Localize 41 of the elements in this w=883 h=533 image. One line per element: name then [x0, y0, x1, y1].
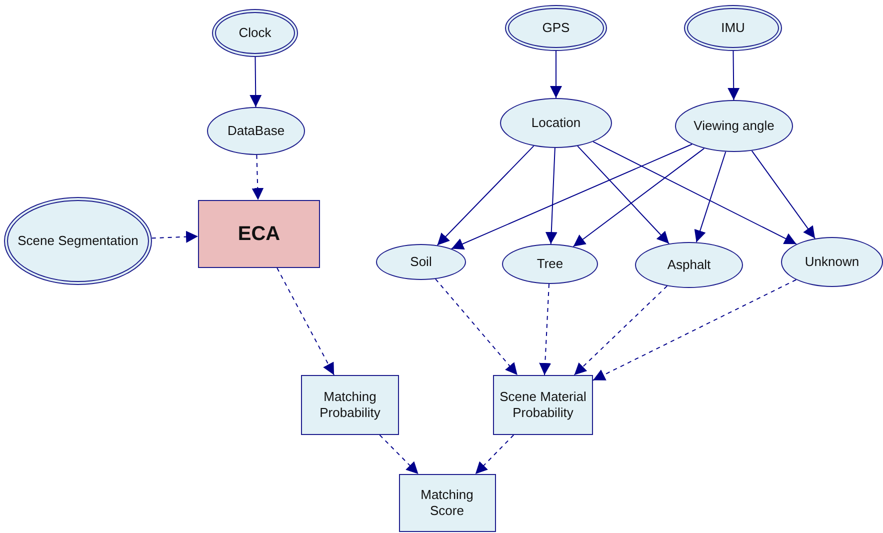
- arrow: [572, 148, 705, 248]
- arrow: [728, 50, 740, 100]
- variable-ellipse: [781, 237, 883, 287]
- node-label: DataBase: [227, 122, 285, 140]
- node-label: GPS: [542, 20, 570, 36]
- arrow: [550, 50, 562, 98]
- arrow: [592, 141, 797, 245]
- node-label: Viewing angle: [694, 118, 774, 134]
- node-label: Matching Score: [420, 486, 474, 520]
- arrow: [450, 144, 692, 250]
- arrow: [592, 279, 797, 381]
- node-label: ECA: [238, 222, 280, 246]
- node-label: Location: [531, 114, 581, 132]
- arrow: [151, 230, 198, 243]
- arrow: [276, 268, 335, 376]
- process-box: [198, 200, 320, 268]
- node-label: Clock: [238, 24, 272, 42]
- node-label: Scene Material Probability: [498, 388, 588, 422]
- process-box: [493, 375, 593, 435]
- node-label: Scene Segmentation: [18, 232, 138, 250]
- arrow: [379, 434, 419, 474]
- node-label: Soil: [410, 254, 432, 270]
- arrow: [539, 284, 552, 376]
- arrow: [474, 434, 514, 474]
- arrow: [751, 150, 816, 239]
- arrow: [435, 278, 518, 376]
- arrow: [577, 146, 670, 244]
- node-label: Asphalt: [667, 256, 711, 274]
- node-label: IMU: [721, 20, 745, 36]
- arrow: [436, 145, 534, 246]
- arrow: [574, 286, 668, 376]
- process-box: [301, 375, 399, 435]
- arrow: [252, 154, 264, 200]
- variable-ellipse: [376, 244, 466, 280]
- arrow: [545, 148, 558, 244]
- node-label: Unknown: [804, 254, 860, 270]
- arrow: [250, 56, 262, 108]
- process-box: [398, 474, 496, 532]
- arrow: [694, 151, 726, 243]
- node-label: Tree: [536, 256, 564, 272]
- node-label: Matching Probability: [318, 388, 382, 422]
